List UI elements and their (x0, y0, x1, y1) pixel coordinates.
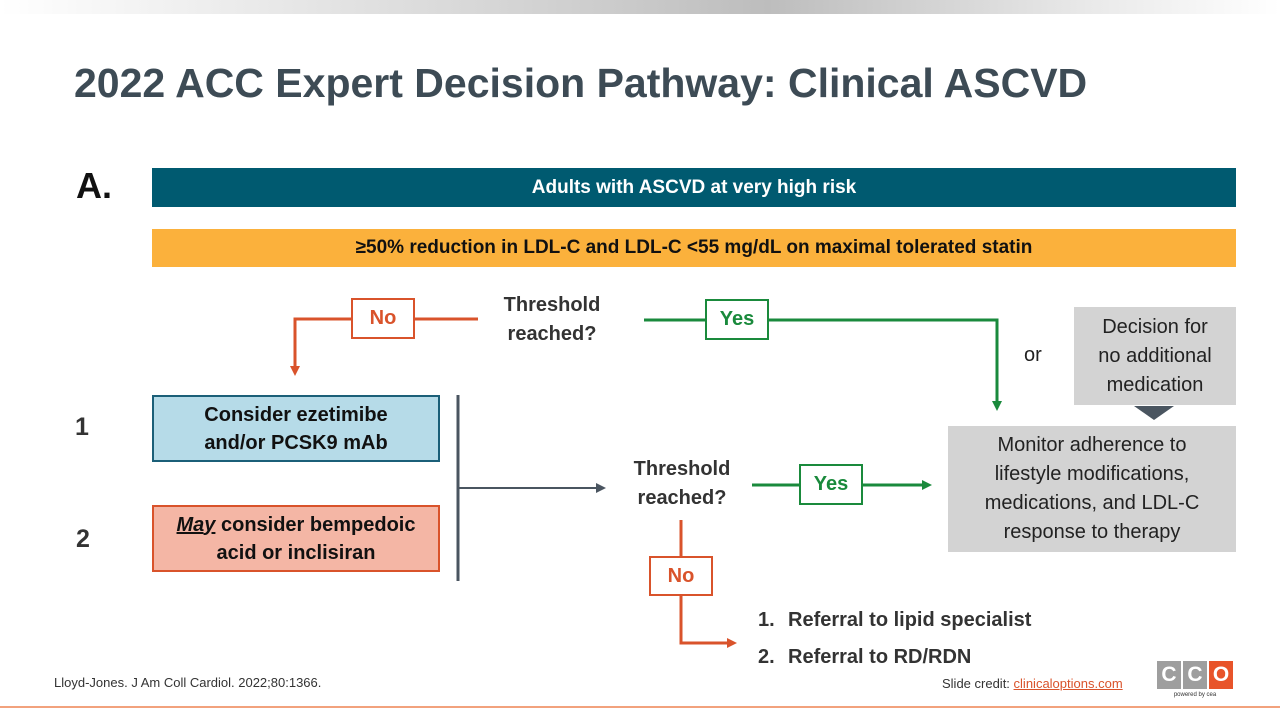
yes-tag-mid: Yes (799, 464, 863, 505)
goal-band: ≥50% reduction in LDL-C and LDL-C <55 mg… (152, 229, 1236, 267)
referral-item: 2.Referral to RD/RDN (758, 646, 972, 668)
no-branch-top-arrow (290, 317, 478, 376)
step-1-box: Consider ezetimibe and/or PCSK9 mAb (152, 395, 440, 462)
decision-pointer (1134, 406, 1174, 420)
population-band: Adults with ASCVD at very high risk (152, 168, 1236, 207)
logo-tagline: powered by cea (1173, 692, 1217, 698)
bottom-rule (0, 706, 1280, 708)
or-label: or (1024, 344, 1042, 366)
yes-tag-top: Yes (705, 299, 769, 340)
step-1-number: 1 (75, 413, 89, 441)
threshold-question-top: Threshold reached? (503, 294, 601, 345)
slide-title: 2022 ACC Expert Decision Pathway: Clinic… (74, 60, 1088, 106)
step-2-box: May consider bempedoic acid or inclisira… (152, 505, 440, 572)
section-label: A. (76, 165, 112, 206)
logo-letter: O (1209, 661, 1233, 689)
logo-letter: C (1183, 661, 1207, 689)
monitor-adherence-box: Monitor adherence to lifestyle modificat… (948, 426, 1236, 552)
top-decorative-bar (0, 0, 1280, 14)
may-emphasis: May (176, 513, 216, 536)
no-additional-medication-box: Decision for no additional medication (1074, 307, 1236, 405)
threshold-question-mid: Threshold reached? (633, 458, 731, 509)
credit-link[interactable]: clinicaloptions.com (1013, 676, 1123, 691)
referral-list: 1.Referral to lipid specialist 2.Referra… (758, 609, 1031, 683)
referral-item: 1.Referral to lipid specialist (758, 609, 1032, 631)
no-tag-top: No (351, 298, 415, 339)
slide-credit: Slide credit: clinicaloptions.com (942, 676, 1123, 691)
yes-branch-top-arrow (644, 318, 1002, 411)
logo-letter: C (1157, 661, 1181, 689)
no-tag-mid: No (649, 556, 713, 596)
step-2-number: 2 (76, 525, 90, 553)
cco-logo: C C O powered by cea (1157, 661, 1233, 705)
citation: Lloyd-Jones. J Am Coll Cardiol. 2022;80:… (54, 675, 322, 690)
